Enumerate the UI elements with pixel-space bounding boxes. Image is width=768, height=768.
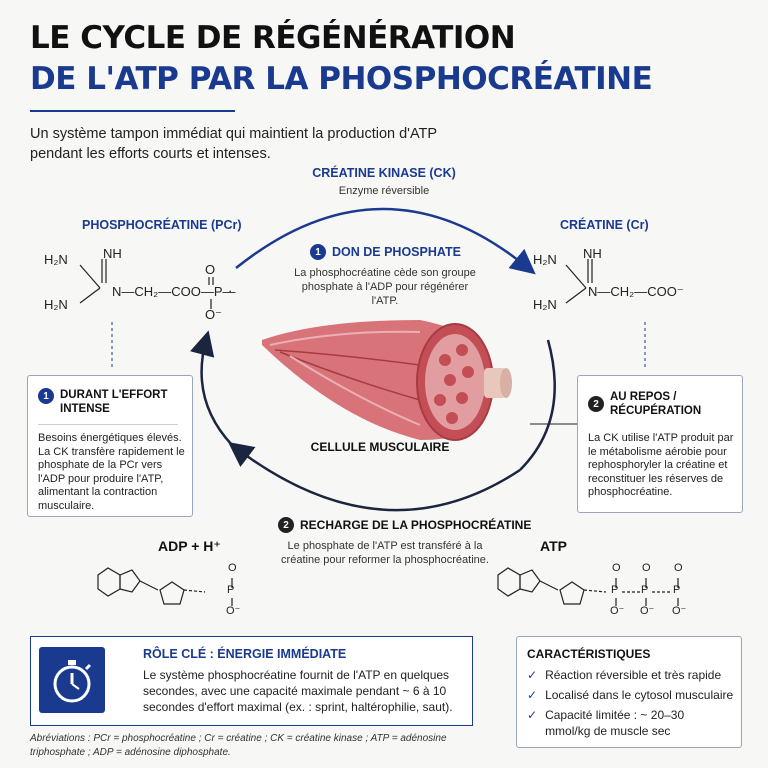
top-arrow: [235, 207, 536, 275]
rest-title: AU REPOS / RÉCUPÉRATION: [610, 391, 702, 417]
left-arrow: [190, 330, 233, 446]
pcr-h2n-top: H₂N: [44, 252, 68, 267]
atp-o1: O: [612, 562, 621, 574]
atp-p1: P: [611, 584, 619, 596]
pcr-o-bottom: O⁻: [205, 307, 222, 322]
role-text: Le système phosphocréatine fournit de l'…: [143, 668, 453, 714]
pcr-nh: NH: [103, 246, 122, 261]
atp-molecule: [497, 567, 679, 606]
adp-p: P: [227, 584, 235, 596]
pcr-o-top: O: [205, 262, 216, 277]
step1-number: 1: [310, 244, 326, 260]
adp-o-minus: O⁻: [226, 605, 241, 617]
role-title: RÔLE CLÉ : ÉNERGIE IMMÉDIATE: [143, 647, 347, 661]
muscle-label: CELLULE MUSCULAIRE: [310, 440, 450, 454]
atp-o2: O: [642, 562, 651, 574]
step2-number: 2: [278, 517, 294, 533]
atp-o3: O: [674, 562, 683, 574]
step2-text: Le phosphate de l'ATP est transféré à la…: [281, 540, 489, 566]
cr-h2n-bottom: H₂N: [533, 297, 557, 312]
characteristics-title: CARACTÉRISTIQUES: [527, 647, 651, 661]
step1-text: La phosphocréatine cède son groupe phosp…: [294, 267, 476, 307]
step1-title: DON DE PHOSPHATE: [332, 245, 461, 259]
list-item: ✓ Réaction réversible et très rapide: [527, 668, 722, 682]
effort-box: 1 DURANT L'EFFORT INTENSE Besoins énergé…: [27, 375, 193, 517]
rest-box: 2 AU REPOS / RÉCUPÉRATION La CK utilise …: [577, 375, 743, 513]
enzyme-desc: Enzyme réversible: [338, 185, 430, 197]
page-title-line1: LE CYCLE DE RÉGÉNÉRATION: [30, 20, 516, 56]
step2-title: RECHARGE DE LA PHOSPHOCRÉATINE: [300, 518, 532, 532]
list-item: ✓ Capacité limitée : ~ 20–30 mmol/kg de …: [527, 708, 685, 738]
rest-text: La CK utilise l'ATP produit par le métab…: [588, 432, 734, 498]
cr-chain: N—CH₂—COO⁻: [588, 284, 684, 299]
check-icon: ✓: [527, 668, 538, 682]
atp-label: ATP: [540, 538, 567, 554]
atp-om2: O⁻: [640, 605, 655, 617]
pcr-charge: ·: [228, 283, 233, 298]
cr-label: CRÉATINE (Cr): [560, 218, 649, 232]
stopwatch-icon: [39, 647, 105, 713]
subtitle: Un système tampon immédiat qui maintient…: [30, 126, 437, 162]
check-icon: ✓: [527, 708, 538, 722]
role-box: RÔLE CLÉ : ÉNERGIE IMMÉDIATE Le système …: [30, 636, 473, 726]
page-title-line2: DE L'ATP PAR LA PHOSPHOCRÉATINE: [30, 61, 653, 97]
adp-label: ADP + H⁺: [158, 538, 221, 554]
bottom-arrow: [228, 441, 521, 512]
atp-p3: P: [673, 584, 681, 596]
right-arc: [519, 339, 556, 471]
adp-o: O: [228, 562, 237, 574]
effort-number: 1: [38, 388, 54, 404]
rest-number: 2: [588, 396, 604, 412]
cr-h2n-top: H₂N: [533, 252, 557, 267]
list-item: ✓ Localisé dans le cytosol musculaire: [527, 688, 734, 702]
title-underline: [30, 110, 235, 112]
adp-molecule: [97, 567, 233, 606]
check-icon: ✓: [527, 688, 538, 702]
abbreviations: Abréviations : PCr = phosphocréatine ; C…: [30, 733, 447, 758]
effort-text: Besoins énergétiques élevés. La CK trans…: [38, 432, 185, 512]
pcr-h2n-bottom: H₂N: [44, 297, 68, 312]
pcr-chain: N—CH₂—COO—P—: [112, 284, 236, 299]
atp-om1: O⁻: [610, 605, 625, 617]
muscle-cell-illustration: [262, 320, 512, 441]
step2-header: 2 RECHARGE DE LA PHOSPHOCRÉATINE: [278, 517, 531, 533]
cr-nh: NH: [583, 246, 602, 261]
enzyme-name: CRÉATINE KINASE (CK): [312, 166, 456, 180]
atp-om3: O⁻: [672, 605, 687, 617]
characteristics-box: CARACTÉRISTIQUES ✓ Réaction réversible e…: [516, 636, 742, 748]
atp-p2: P: [641, 584, 649, 596]
pcr-label: PHOSPHOCRÉATINE (PCr): [82, 218, 242, 232]
step1-header: 1 DON DE PHOSPHATE: [310, 244, 461, 260]
effort-title: DURANT L'EFFORT INTENSE: [60, 389, 168, 415]
